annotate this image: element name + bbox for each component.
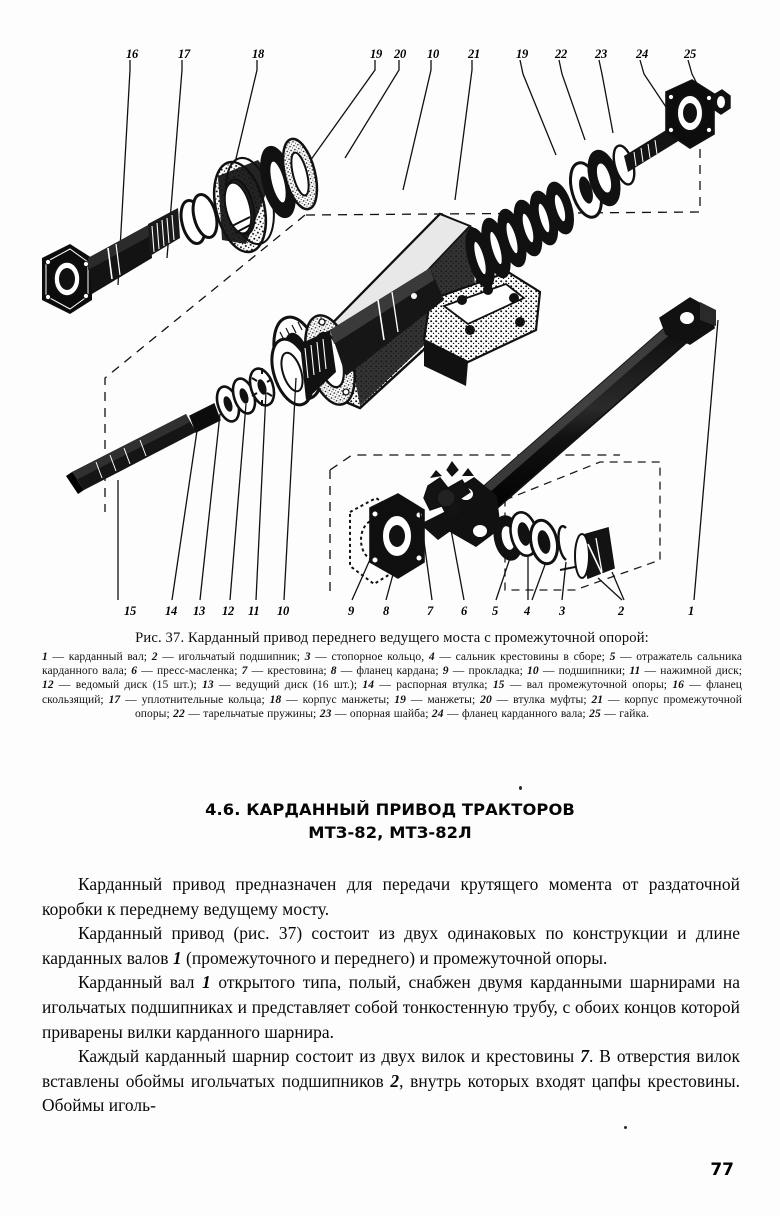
text-run-p2-0: Карданный привод (рис. 37) состоит из дв…: [42, 923, 740, 968]
part-seal-housing-18: [212, 156, 275, 254]
legend-number-10: 10: [527, 665, 539, 678]
leader-lines-bottom-left: [117, 377, 297, 601]
legend-text-24: — фланец карданного вала;: [443, 707, 590, 720]
section-heading: 4.6. КАРДАННЫЙ ПРИВОД ТРАКТОРОВ МТЗ-82, …: [0, 798, 780, 844]
part-splined-disc-13: [248, 367, 276, 407]
legend-number-3: 3: [304, 650, 311, 663]
part-cardan-shaft-flange-24: [665, 79, 715, 149]
legend-number-19: 19: [394, 693, 406, 706]
text-run-p4-0: Каждый карданный шарнир состоит из двух …: [78, 1046, 581, 1067]
legend-number-23: 23: [319, 707, 332, 720]
legend-number-14: 14: [362, 679, 375, 692]
part-sliding-flange-16: [42, 208, 180, 314]
legend-text-10: — подшипники;: [538, 665, 630, 678]
legend-text-13: — ведущий диск (16 шт.);: [213, 679, 363, 692]
legend-number-4: 4: [428, 650, 435, 663]
part-shaft-to-flange: [624, 124, 680, 172]
legend-number-18: 18: [269, 693, 282, 706]
ref-numeral-p4-1: 7: [580, 1046, 589, 1067]
part-cuffs-19-right: [568, 149, 621, 219]
text-run-p2-2: (промежуточного и переднего) и промежуто…: [181, 947, 608, 968]
legend-text-8: — фланец кардана;: [336, 665, 443, 678]
figure-caption-block: Рис. 37. Карданный привод переднего веду…: [42, 630, 742, 721]
yoke-right: [659, 297, 716, 345]
part-seal-and-bearing-group: [493, 511, 615, 580]
legend-text-20: — втулка муфты;: [491, 693, 592, 706]
legend-number-8: 8: [330, 665, 337, 678]
body-text-column: Карданный привод предназначен для переда…: [42, 872, 740, 1118]
part-cross-spider-7: [423, 460, 474, 519]
legend-number-22: 22: [173, 707, 185, 720]
legend-text-14: — распорная втулка;: [374, 679, 493, 692]
legend-text-22: — тарельчатые пружины;: [184, 707, 320, 720]
legend-number-17: 17: [108, 693, 121, 706]
legend-number-20: 20: [480, 693, 492, 706]
paragraph-p3: Карданный вал 1 открытого типа, полый, с…: [42, 970, 740, 1044]
legend-number-16: 16: [672, 679, 684, 692]
text-run-p4-2: . В отверстия вилок вставлены обоймы иго…: [42, 1046, 740, 1091]
legend-number-15: 15: [492, 679, 505, 692]
page-number: 77: [710, 1160, 734, 1180]
legend-text-6: — пресс-масленка;: [137, 665, 242, 678]
legend-text-17: — уплотнительные кольца;: [120, 693, 270, 706]
legend-text-11: — нажимной диск;: [640, 665, 742, 678]
part-nut-25: [711, 89, 731, 115]
legend-number-9: 9: [442, 665, 449, 678]
figure-caption-legend: 1 — карданный вал; 2 — игольчатый подшип…: [42, 650, 742, 721]
legend-number-21: 21: [591, 693, 604, 706]
part-cardan-shaft-1: [420, 297, 716, 547]
legend-text-12: — ведомый диск (15 шт.);: [53, 679, 203, 692]
legend-text-1: — карданный вал;: [47, 650, 152, 663]
part-driven-driving-discs: [215, 367, 276, 423]
legend-text-21: — корпус промежуточной опоры;: [134, 693, 742, 720]
text-run-p3-2: открытого типа, полый, снабжен двумя кар…: [42, 972, 740, 1042]
text-run-p4-4: , внутрь которых входят цапфы крестовины…: [42, 1070, 740, 1116]
ref-numeral-p3-1: 1: [202, 972, 211, 993]
scan-speck: [519, 786, 522, 790]
legend-text-5: — отражатель сальника карданного вала;: [42, 650, 743, 678]
part-intermediate-support-shaft-15: [66, 403, 221, 494]
legend-text-4: — сальник крестовины в сборе;: [434, 650, 610, 663]
legend-text-15: — вал промежуточной опоры;: [504, 679, 673, 692]
part-disc-springs-22: [465, 181, 574, 289]
legend-number-24: 24: [431, 707, 444, 720]
legend-number-13: 13: [202, 679, 214, 692]
leader-lines-top: [117, 59, 708, 286]
part-cuffs-19-left: [260, 137, 319, 219]
legend-number-12: 12: [42, 679, 54, 692]
legend-text-23: — опорная шайба;: [331, 707, 432, 720]
leader-lines-bottom-right: [351, 319, 719, 601]
paragraph-p4: Каждый карданный шарнир состоит из двух …: [42, 1044, 740, 1118]
section-heading-line2: МТЗ-82, МТЗ-82Л: [308, 823, 472, 843]
legend-text-19: — манжеты;: [405, 693, 481, 706]
legend-number-6: 6: [131, 665, 138, 678]
legend-number-25: 25: [589, 707, 601, 720]
legend-text-25: — гайка.: [600, 707, 650, 720]
legend-text-3: — стопорное кольцо,: [310, 650, 429, 663]
text-run-p1-0: Карданный привод предназначен для переда…: [42, 874, 740, 919]
legend-number-5: 5: [609, 650, 616, 663]
legend-number-11: 11: [629, 665, 641, 678]
legend-text-7: — крестовина;: [247, 665, 331, 678]
dashed-group-outline-2: [504, 461, 661, 591]
paragraph-p2: Карданный привод (рис. 37) состоит из дв…: [42, 921, 740, 970]
legend-text-16: — фланец скользящий;: [42, 679, 742, 706]
part-gasket-9-flange-8: [349, 493, 425, 586]
part-pressure-disc-11-bearings-10: [270, 268, 444, 407]
legend-text-2: — игольчатый подшипник;: [157, 650, 305, 663]
legend-text-9: — прокладка;: [448, 665, 528, 678]
legend-number-7: 7: [241, 665, 248, 678]
ref-numeral-p4-3: 2: [390, 1070, 400, 1091]
legend-text-18: — корпус манжеты;: [281, 693, 395, 706]
ref-numeral-p2-1: 1: [172, 947, 182, 968]
section-heading-line1: 4.6. КАРДАННЫЙ ПРИВОД ТРАКТОРОВ: [205, 800, 575, 819]
paragraph-p1: Карданный привод предназначен для переда…: [42, 872, 740, 921]
figure-caption-title: Рис. 37. Карданный привод переднего веду…: [135, 630, 649, 646]
scan-speck: [624, 1126, 627, 1129]
legend-number-1: 1: [42, 650, 48, 663]
legend-number-2: 2: [151, 650, 158, 663]
text-run-p3-0: Карданный вал: [78, 972, 202, 993]
